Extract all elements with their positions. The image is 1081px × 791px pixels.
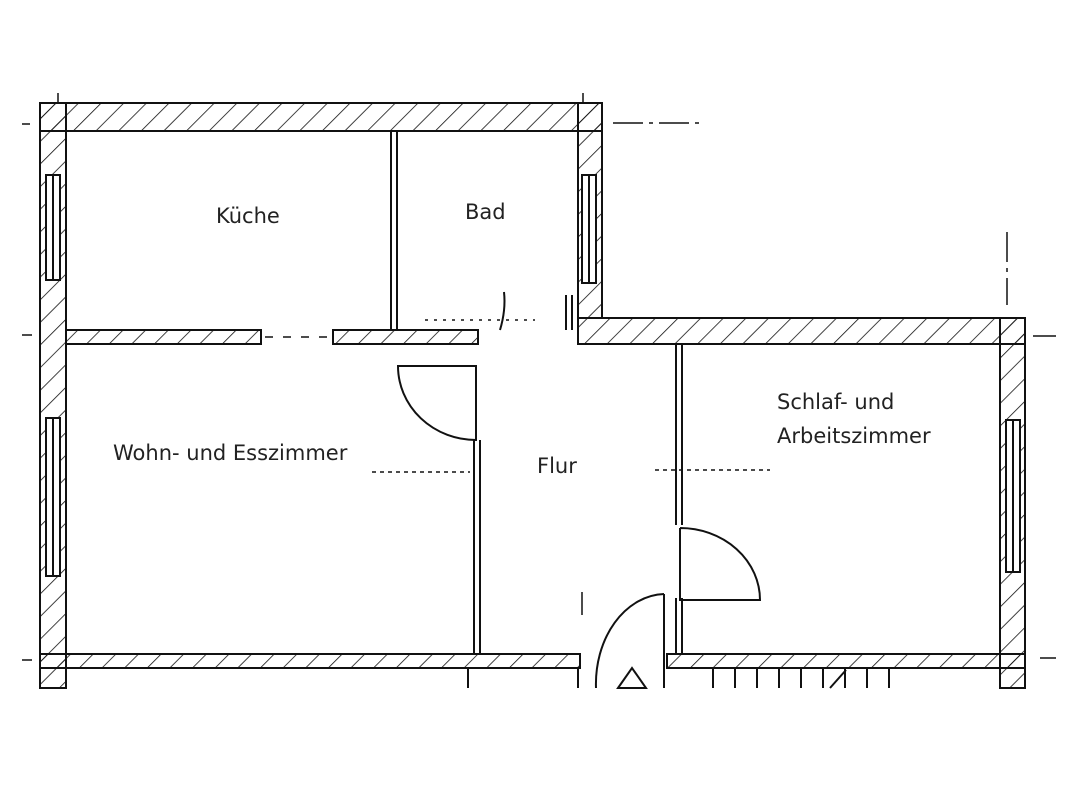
door-bath — [499, 291, 506, 331]
doors — [396, 291, 762, 689]
door-entrance — [594, 593, 665, 689]
door-bedroom — [679, 527, 762, 601]
room-label-wohnen: Wohn- und Esszimmer — [113, 441, 348, 465]
room-label-schlaf-line1: Schlaf- und — [777, 390, 894, 414]
wall-kitchen-living-right — [332, 329, 479, 345]
door-living — [396, 365, 477, 442]
axis-lines — [22, 93, 1056, 661]
room-labels: Küche Bad Wohn- und Esszimmer Flur Schla… — [113, 200, 931, 478]
room-label-bad: Bad — [465, 200, 506, 224]
wall-top-left — [39, 102, 603, 132]
room-label-flur: Flur — [537, 454, 577, 478]
room-label-kueche: Küche — [216, 204, 280, 228]
wall-top-right — [577, 317, 1026, 345]
wall-bottom-left — [39, 653, 581, 669]
wall-bottom-right — [666, 653, 1026, 669]
stairs — [467, 666, 890, 689]
room-label-schlaf-line2: Arbeitszimmer — [777, 424, 931, 448]
windows — [45, 174, 1021, 577]
partitions — [390, 131, 683, 654]
wall-kitchen-living-left — [65, 329, 262, 345]
